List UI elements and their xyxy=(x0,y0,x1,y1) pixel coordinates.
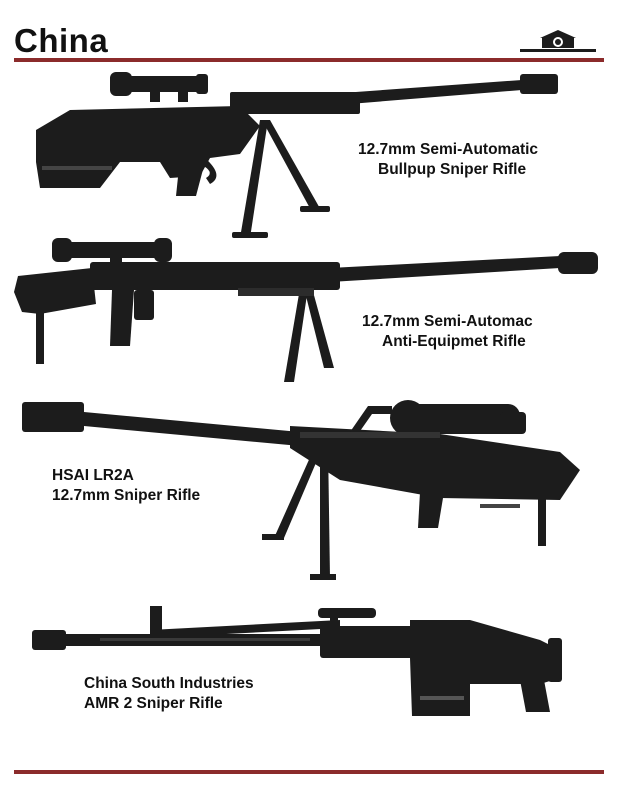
rifle-caption: 12.7mm Semi-Automatic Bullpup Sniper Rif… xyxy=(358,140,538,180)
amr-2-sniper-rifle-image xyxy=(32,606,562,716)
rifle-caption-line1: China South Industries xyxy=(84,675,254,692)
rifle-caption-line2: Anti-Equipmet Rifle xyxy=(382,333,526,350)
hsai-lr2a-rifle-image xyxy=(22,400,580,580)
rifle-caption-line1: 12.7mm Semi-Automac xyxy=(362,313,533,330)
rifle-caption: HSAI LR2A 12.7mm Sniper Rifle xyxy=(52,466,200,506)
rifle-caption-line2: AMR 2 Sniper Rifle xyxy=(84,695,223,712)
rifle-caption-line2: Bullpup Sniper Rifle xyxy=(378,161,527,178)
page-title: China xyxy=(14,22,109,59)
anti-equipment-rifle-image xyxy=(14,238,598,382)
publisher-logo-icon xyxy=(520,30,596,52)
rifle-caption: China South Industries AMR 2 Sniper Rifl… xyxy=(84,674,254,714)
footer-divider xyxy=(14,770,604,774)
rifle-caption-line2: 12.7mm Sniper Rifle xyxy=(52,487,201,504)
rifle-caption-line1: 12.7mm Semi-Automatic xyxy=(358,141,539,158)
header-divider xyxy=(14,58,604,62)
bullpup-sniper-rifle-image xyxy=(36,72,558,238)
rifle-caption: 12.7mm Semi-Automac Anti-Equipmet Rifle xyxy=(362,312,533,352)
rifle-caption-line1: HSAI LR2A xyxy=(52,467,134,484)
